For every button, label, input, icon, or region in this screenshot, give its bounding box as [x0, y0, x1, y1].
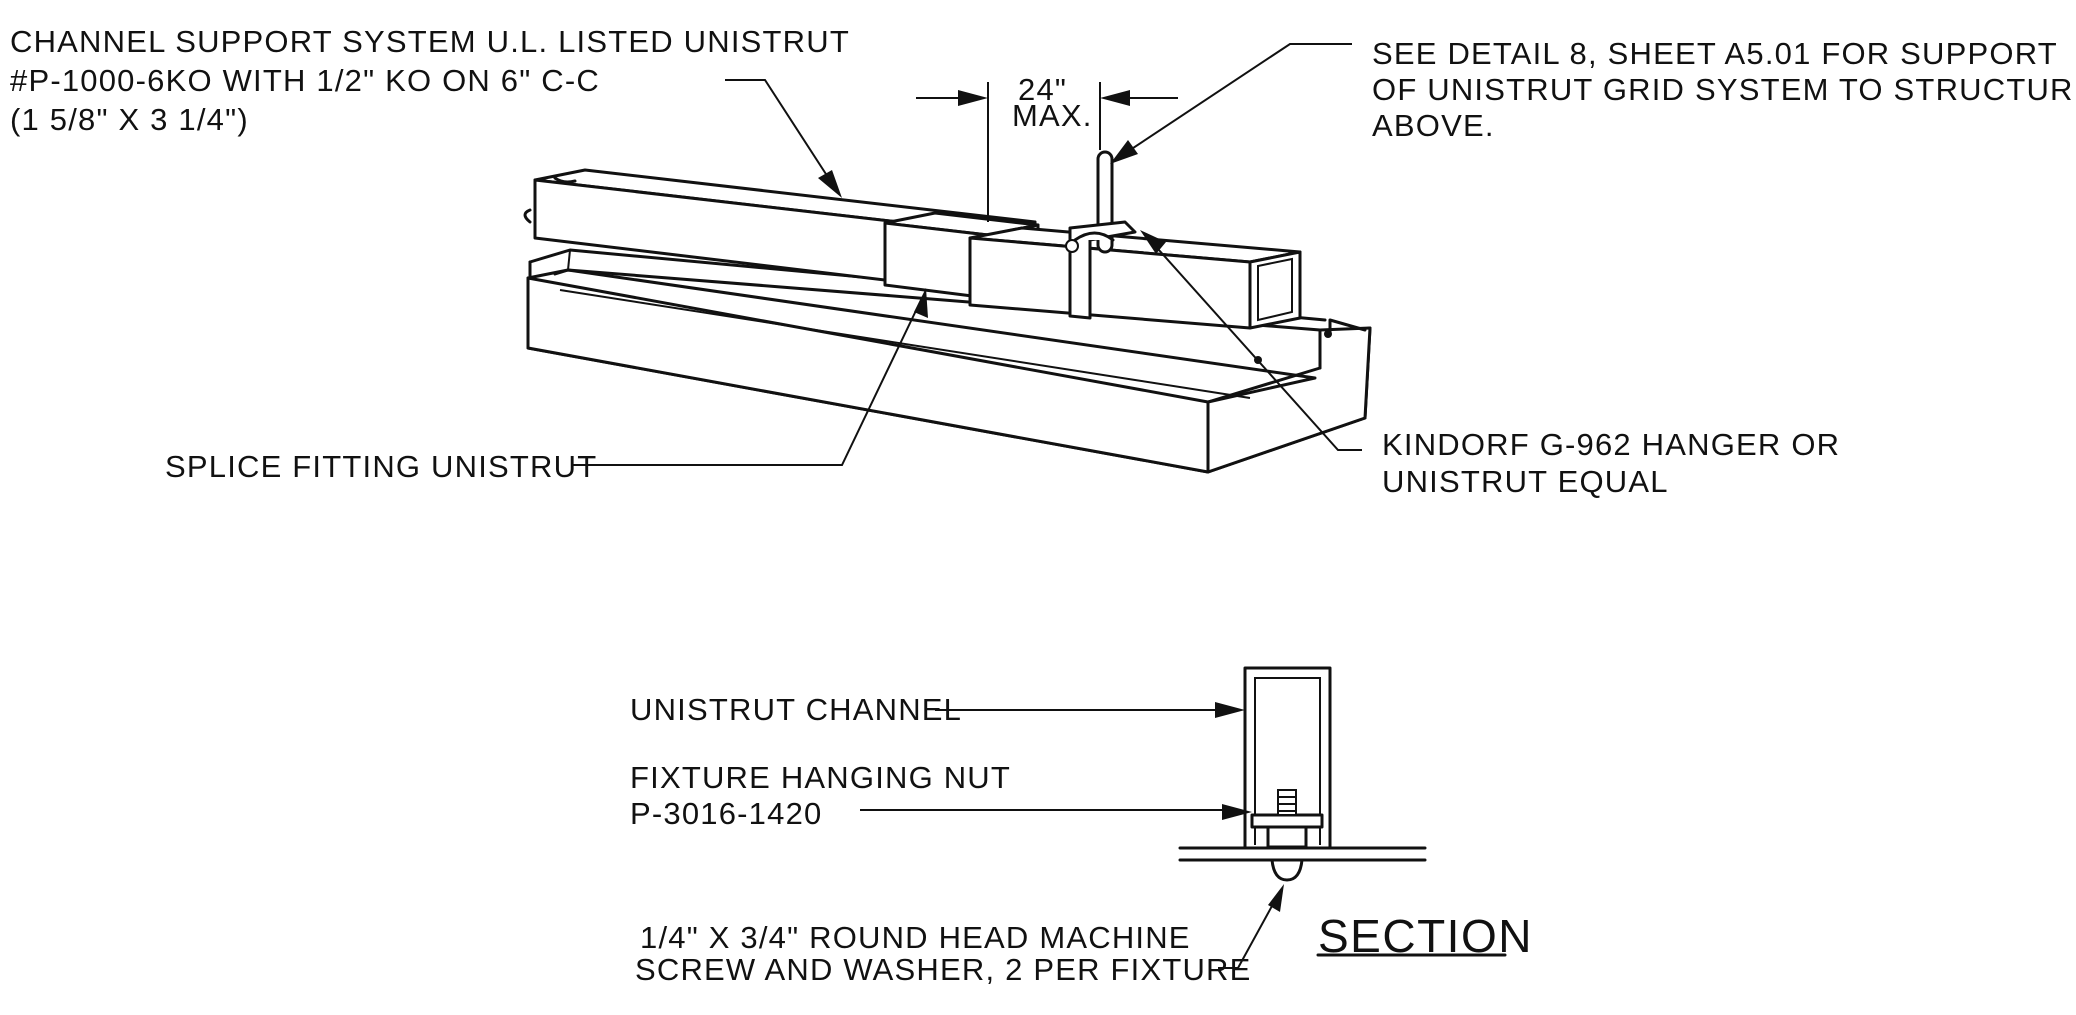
splice-fitting-label: SPLICE FITTING UNISTRUT — [165, 449, 597, 484]
leader-hanger — [1140, 230, 1362, 451]
see-detail-line1: SEE DETAIL 8, SHEET A5.01 FOR SUPPORT — [1372, 36, 2058, 71]
hanger-line2: UNISTRUT EQUAL — [1382, 464, 1669, 499]
channel-support-line1: CHANNEL SUPPORT SYSTEM U.L. LISTED UNIST… — [10, 24, 850, 59]
hanging-nut-line2: P-3016-1420 — [630, 796, 822, 831]
dimension-value: 24" — [1018, 72, 1067, 107]
screw-line1: 1/4" X 3/4" ROUND HEAD MACHINE — [640, 920, 1191, 955]
dimension-qualifier: MAX. — [1012, 98, 1093, 133]
notes: CHANNEL SUPPORT SYSTEM U.L. LISTED UNIST… — [10, 24, 2076, 987]
channel-support-line3: (1 5/8" X 3 1/4") — [10, 102, 249, 137]
leader-see-detail — [1110, 43, 1352, 164]
section-title: SECTION — [1318, 910, 1533, 962]
isometric-assembly: 24" MAX. — [523, 43, 1372, 474]
hanging-nut-line1: FIXTURE HANGING NUT — [630, 760, 1011, 795]
unistrut-channel-right — [968, 226, 1302, 330]
dimension-24-max: 24" MAX. — [916, 72, 1178, 222]
hanger-assembly — [1065, 150, 1137, 320]
see-detail-line3: ABOVE. — [1372, 108, 1495, 143]
leader-splice-fitting — [572, 288, 928, 466]
unistrut-channel-label: UNISTRUT CHANNEL — [630, 692, 962, 727]
hanger-line1: KINDORF G-962 HANGER OR — [1382, 427, 1840, 462]
screw-line2: SCREW AND WASHER, 2 PER FIXTURE — [635, 952, 1252, 987]
see-detail-line2: OF UNISTRUT GRID SYSTEM TO STRUCTURE — [1372, 72, 2076, 107]
channel-support-line2: #P-1000-6KO WITH 1/2" KO ON 6" C-C — [10, 63, 600, 98]
section-view — [860, 666, 1507, 969]
leader-channel-support — [725, 79, 842, 198]
